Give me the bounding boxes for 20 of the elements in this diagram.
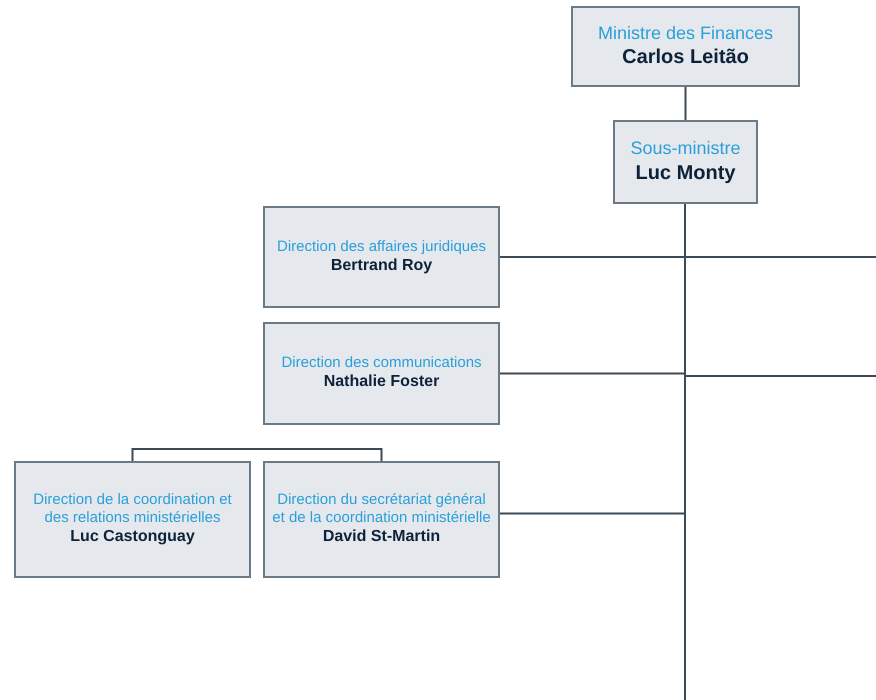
unit-title: Ministre des Finances bbox=[598, 22, 774, 44]
person-name: Nathalie Foster bbox=[324, 372, 440, 392]
org-box bbox=[14, 461, 251, 578]
unit-title: Direction des affaires juridiques bbox=[277, 238, 486, 256]
unit-title: Direction du secrétariat général et de la coordination ministérielle bbox=[271, 491, 492, 528]
person-name: Luc Castonguay bbox=[70, 527, 195, 548]
unit-title: Direction de la coordination et des relations ministérielles bbox=[32, 491, 233, 528]
person-name: Luc Monty bbox=[636, 160, 736, 186]
person-name: Carlos Leitão bbox=[622, 45, 749, 70]
unit-title: Direction des communications bbox=[281, 354, 482, 372]
connector-line bbox=[684, 87, 686, 120]
person-name: Bertrand Roy bbox=[330, 256, 432, 276]
person-name: David St-Martin bbox=[322, 527, 440, 548]
org-box bbox=[263, 206, 500, 308]
connector-line bbox=[132, 448, 382, 461]
unit-title: Sous-ministre bbox=[630, 138, 741, 160]
org-box bbox=[613, 120, 758, 204]
org-box bbox=[263, 322, 500, 425]
org-box bbox=[571, 6, 800, 87]
org-box bbox=[263, 461, 500, 578]
